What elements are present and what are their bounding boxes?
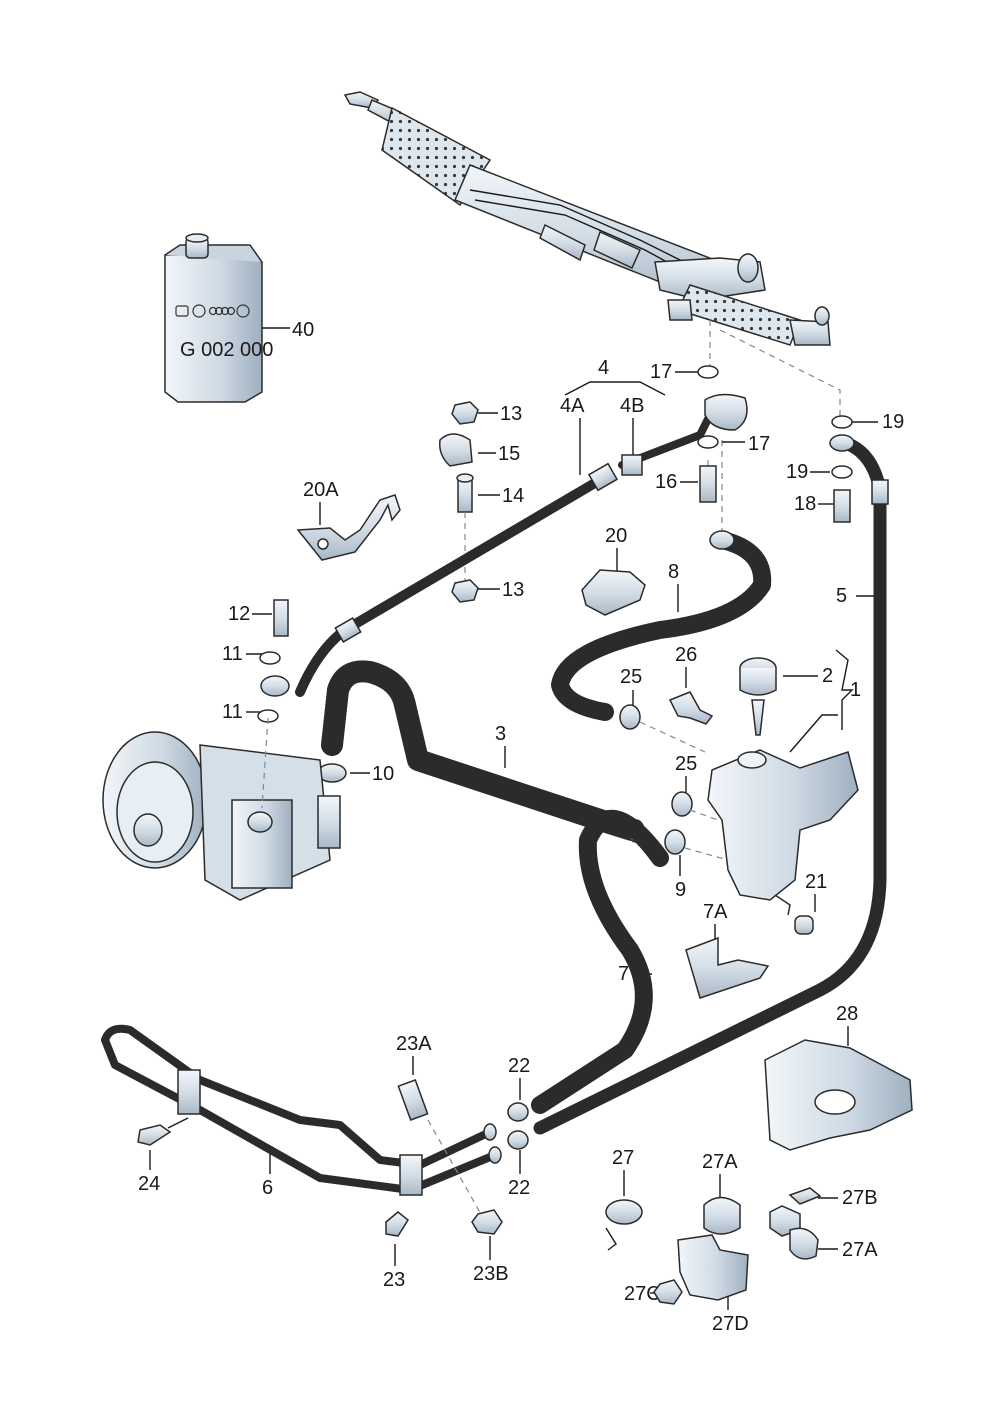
hose-clamps — [317, 704, 729, 861]
clamp-22-bottom — [507, 1130, 529, 1150]
return-line-5 — [533, 415, 889, 1135]
callout-5: 5 — [836, 585, 847, 607]
callout-1: 1 — [850, 679, 861, 701]
bracket-7a — [685, 936, 770, 999]
callout-22-bottom: 22 — [508, 1177, 530, 1199]
callout-19-top: 19 — [882, 411, 904, 433]
hose-3 — [321, 660, 643, 841]
callout-11-bottom: 11 — [222, 701, 243, 723]
bolt-16 — [699, 465, 717, 503]
callout-7: 7 — [618, 963, 629, 985]
nut-23b — [471, 1209, 503, 1235]
clamp-22-top — [507, 1102, 529, 1122]
callout-25-mid: 25 — [675, 753, 697, 775]
callout-22-top: 22 — [508, 1055, 530, 1077]
callout-4: 4 — [598, 357, 609, 379]
callout-6: 6 — [262, 1177, 273, 1199]
callout-16: 16 — [655, 471, 677, 493]
fastener-set-13-15 — [438, 401, 479, 603]
callout-13-bottom: 13 — [502, 579, 524, 601]
assembly-line-rack-19 — [719, 329, 841, 420]
reservoir-cap-2 — [739, 657, 777, 736]
can-label: G 002 000 — [180, 339, 273, 361]
callout-14: 14 — [502, 485, 524, 507]
callout-18: 18 — [794, 493, 816, 515]
callout-8: 8 — [668, 561, 679, 583]
callout-3: 3 — [495, 723, 506, 745]
callout-13-top: 13 — [500, 403, 522, 425]
clip-20 — [581, 569, 646, 616]
callout-28: 28 — [836, 1003, 858, 1025]
callout-12: 12 — [228, 603, 250, 625]
callout-24: 24 — [138, 1173, 160, 1195]
washer-17-top — [697, 365, 719, 379]
power-steering-pump — [102, 599, 341, 901]
cooler-line-6 — [101, 1024, 502, 1196]
callout-11-top: 11 — [222, 643, 243, 665]
callout-27d: 27D — [712, 1313, 749, 1335]
callout-group: 4 4A 4B 17 17 19 19 18 13 15 14 13 16 20… — [138, 357, 904, 1335]
callout-10: 10 — [372, 763, 394, 785]
bolt-23 — [385, 1211, 409, 1237]
callout-7a: 7A — [703, 901, 728, 923]
steering-rack — [343, 91, 831, 346]
callout-23b: 23B — [473, 1263, 509, 1285]
callout-19-mid: 19 — [786, 461, 808, 483]
callout-27: 27 — [612, 1147, 634, 1169]
callout-21: 21 — [805, 871, 827, 893]
washer-17-mid — [697, 435, 719, 449]
callout-40: 40 — [292, 319, 314, 341]
callout-25-top: 25 — [620, 666, 642, 688]
bracket-20a — [296, 494, 401, 561]
callout-4b: 4B — [620, 395, 644, 417]
callout-23a: 23A — [396, 1033, 432, 1055]
reservoir-1 — [707, 749, 859, 935]
pressure-line-4 — [295, 393, 748, 697]
fitting-23a — [397, 1079, 429, 1121]
callout-20a: 20A — [303, 479, 339, 501]
callout-27c: 27C — [624, 1283, 661, 1305]
bolt-26 — [668, 691, 714, 725]
callout-26: 26 — [675, 644, 697, 666]
callout-27a-right: 27A — [842, 1239, 878, 1261]
callout-23: 23 — [383, 1269, 405, 1291]
callout-17-mid: 17 — [748, 433, 770, 455]
callout-20: 20 — [605, 525, 627, 547]
hydraulic-oil-can: G 002 000 — [164, 233, 273, 403]
brand-logos — [175, 304, 250, 318]
callout-9: 9 — [675, 879, 686, 901]
callout-4a: 4A — [560, 395, 585, 417]
bolt-24 — [137, 1124, 172, 1146]
callout-15: 15 — [498, 443, 520, 465]
callout-17-top: 17 — [650, 361, 672, 383]
callout-2: 2 — [822, 665, 833, 687]
callout-27a-top: 27A — [702, 1151, 738, 1173]
clamp-set-27 — [605, 1187, 822, 1305]
callout-27b: 27B — [842, 1187, 878, 1209]
